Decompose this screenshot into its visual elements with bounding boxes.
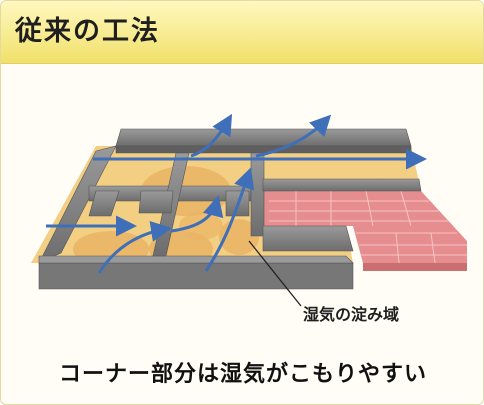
callout-label: 湿気の淀み域 [303,305,400,324]
header-bar: 従来の工法 [1,1,483,64]
tiled-area [263,190,467,271]
airflow-arrows [46,113,427,274]
callout-leader [248,240,302,307]
caption: コーナー部分は湿気がこもりやすい [58,362,427,387]
title: 従来の工法 [15,16,160,47]
foundation-illustration [31,113,467,307]
